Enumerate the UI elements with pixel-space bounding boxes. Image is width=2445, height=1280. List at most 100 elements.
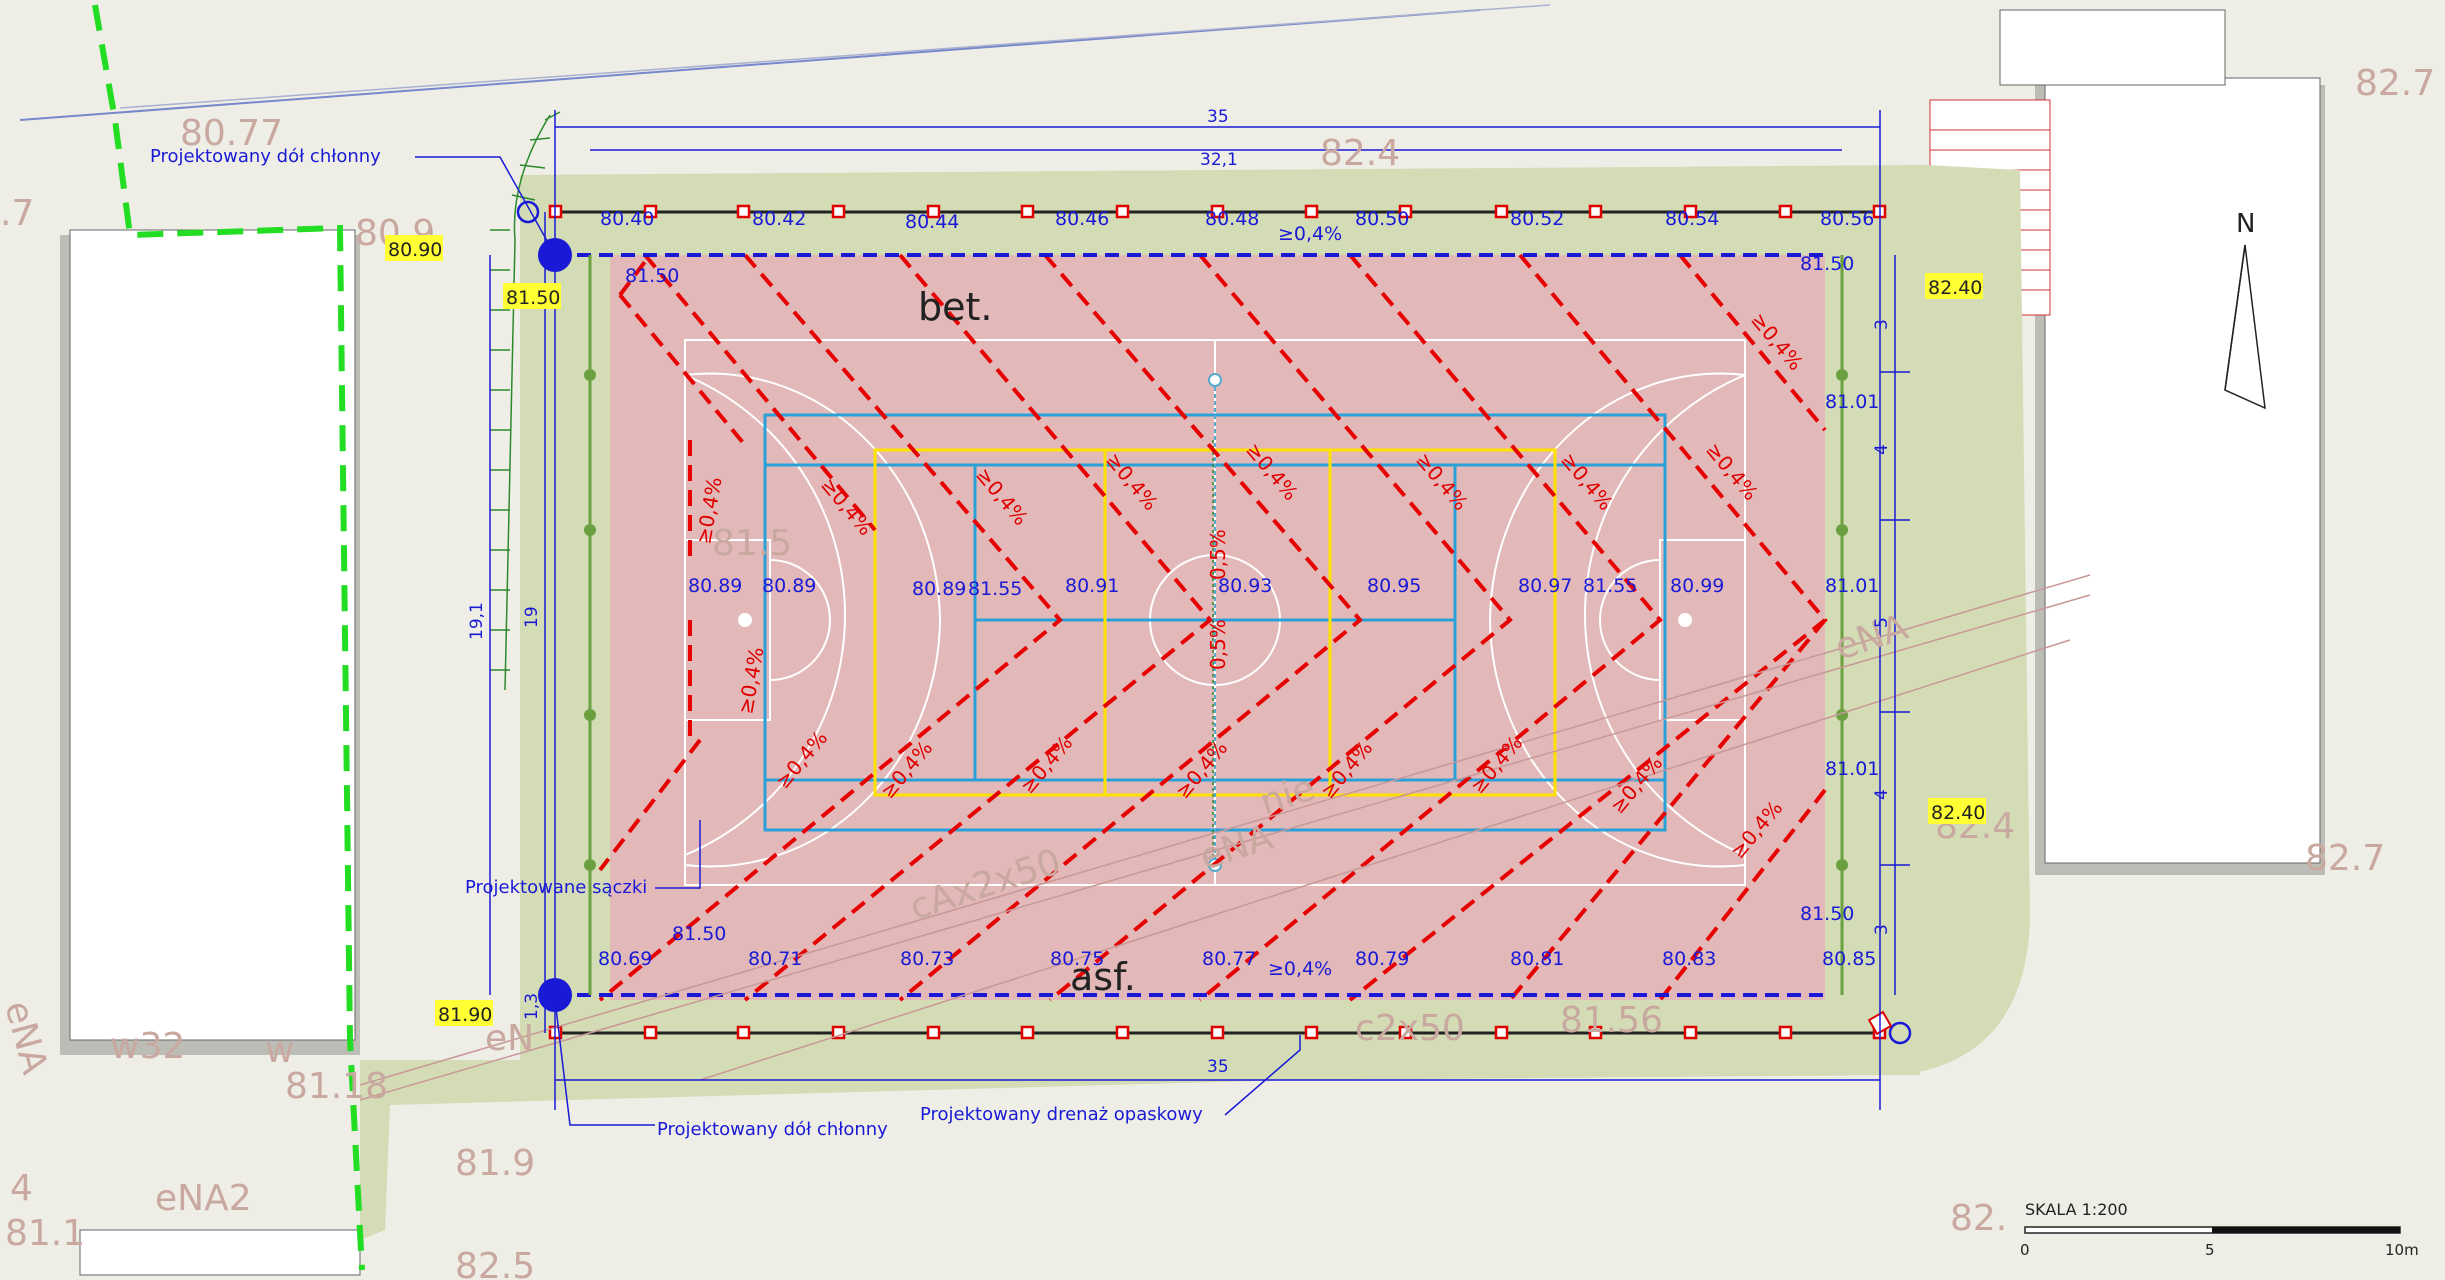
elevation-middle: 80.97 xyxy=(1518,575,1572,597)
elevation-bottom: 80.83 xyxy=(1662,948,1716,970)
label-ring-drain: Projektowany drenaż opaskowy xyxy=(920,1104,1203,1125)
net-post-top xyxy=(1208,373,1222,387)
building-bottom-left xyxy=(79,1229,361,1276)
slope-center: 0,5% xyxy=(1206,619,1230,670)
dimension-ticks xyxy=(1880,371,1910,866)
dimension-lines xyxy=(489,110,1896,1110)
bg-text: 82.7 xyxy=(2355,63,2435,104)
elevations-top: 80.40 80.42 80.44 80.46 80.48 80.50 80.5… xyxy=(600,208,1874,233)
elevation-middle: 81.55 xyxy=(1583,575,1637,597)
north-label: N xyxy=(2236,209,2255,239)
utility-lines xyxy=(359,574,2091,1101)
bg-text: 82.4 xyxy=(1320,133,1400,174)
scale-tick-0: 0 xyxy=(2020,1241,2030,1259)
embankment-hatch xyxy=(490,111,561,691)
elevation-bottom: 80.69 xyxy=(598,948,652,970)
elevation-middle: 80.91 xyxy=(1065,575,1119,597)
scale-title: SKALA 1:200 xyxy=(2025,1200,2128,1219)
elevation-bottom: 80.75 xyxy=(1050,948,1104,970)
bg-text: 81.56 xyxy=(1560,1000,1663,1041)
hoop-right xyxy=(1678,613,1692,627)
elevation-top: 80.42 xyxy=(752,208,806,230)
slope-center: 0,5% xyxy=(1206,529,1230,580)
elevation-bottom: 80.73 xyxy=(900,948,954,970)
bg-text: 80.77 xyxy=(180,113,283,154)
elevation-top: 80.44 xyxy=(905,211,959,233)
building-right xyxy=(2044,77,2321,864)
dim-top-outer: 35 xyxy=(1207,107,1229,127)
level-highlight: 82.40 xyxy=(1928,277,1982,299)
north-arrow: N xyxy=(2224,209,2266,410)
elevation-middle: 80.89 xyxy=(688,575,742,597)
elevation-top: 80.48 xyxy=(1205,208,1259,230)
dim-left-small: 1,3 xyxy=(522,993,542,1020)
elevation-corner: 81.01 xyxy=(1825,758,1879,780)
elevation-middle: 80.99 xyxy=(1670,575,1724,597)
elevation-top: 80.40 xyxy=(600,208,654,230)
dim-top-inner: 32,1 xyxy=(1200,150,1238,170)
elevation-bottom: 80.85 xyxy=(1822,948,1876,970)
manhole-bottom-right xyxy=(1888,1021,1912,1045)
elevation-corner: 81.01 xyxy=(1825,391,1879,413)
highlighted-levels: 80.90 81.50 82.40 82.40 81.90 xyxy=(385,235,1986,1026)
elevation-corner: 81.50 xyxy=(672,923,726,945)
bg-text: eN xyxy=(485,1018,534,1059)
slope-label: ≥0,4% xyxy=(1268,958,1332,980)
elevation-middle: 81.55 xyxy=(968,578,1022,600)
elevation-middle: 80.95 xyxy=(1367,575,1421,597)
court-lines-white xyxy=(684,339,1746,886)
bg-text: .7 xyxy=(0,193,34,234)
bg-text: 81.9 xyxy=(455,1143,535,1184)
elevation-corner: 81.50 xyxy=(1800,903,1854,925)
dim-left-inner: 19 xyxy=(522,606,542,628)
bg-text: 4 xyxy=(10,1168,33,1209)
side-drain-nodes xyxy=(584,369,1848,871)
label-well-bottom: Projektowany dół chłonny xyxy=(657,1119,888,1140)
elevation-corner: 81.50 xyxy=(1800,253,1854,275)
property-boundary xyxy=(92,4,365,1271)
scale-bar: SKALA 1:200 0 5 10m xyxy=(2020,1200,2419,1259)
fence-posts xyxy=(548,204,1887,1040)
label-well-top: Projektowany dół chłonny xyxy=(150,146,381,167)
dim-bottom: 35 xyxy=(1207,1057,1229,1077)
road-line-2 xyxy=(119,4,1551,109)
background-annotations: 80.77 82.4 82.7 80.9 81.5 eNA cAx2x50 eN… xyxy=(0,63,2435,1280)
building-top-right xyxy=(1999,9,2226,86)
elevation-top: 80.50 xyxy=(1355,208,1409,230)
bg-text: 82. xyxy=(1950,1198,2007,1239)
slope-label: ≥0,4% xyxy=(1278,223,1342,245)
scale-tick-10: 10m xyxy=(2385,1241,2419,1259)
buildings xyxy=(60,9,2325,1276)
scale-tick-5: 5 xyxy=(2205,1241,2215,1259)
elevations-bottom: 80.69 80.71 80.73 80.75 80.77 80.79 80.8… xyxy=(598,948,1876,970)
level-highlight: 81.50 xyxy=(506,287,560,309)
hoop-left xyxy=(738,613,752,627)
dim-right-seg: 4 xyxy=(1872,444,1892,455)
elevations-middle: 80.89 80.89 80.89 81.55 80.91 80.93 80.9… xyxy=(688,575,1879,600)
elevation-corner: 81.50 xyxy=(625,265,679,287)
bg-text: 82.5 xyxy=(455,1246,535,1280)
building-left xyxy=(69,229,356,1041)
elevation-bottom: 80.81 xyxy=(1510,948,1564,970)
elevation-middle: 80.89 xyxy=(762,575,816,597)
elevation-bottom: 80.79 xyxy=(1355,948,1409,970)
elevation-top: 80.54 xyxy=(1665,208,1719,230)
bg-text: 81.18 xyxy=(285,1066,388,1107)
bg-text: 81.5 xyxy=(712,523,792,564)
manhole-top-left xyxy=(516,200,540,224)
elevations-corner: 81.50 81.50 81.50 81.50 81.01 81.01 xyxy=(625,253,1879,945)
elevation-middle: 80.89 xyxy=(912,578,966,600)
leader-lines xyxy=(415,156,1301,1126)
dim-right-seg: 4 xyxy=(1872,789,1892,800)
bg-text: 82.7 xyxy=(2305,838,2385,879)
elevation-middle: 81.01 xyxy=(1825,575,1879,597)
drainage-slope-lines xyxy=(598,253,1828,1002)
elevation-top: 80.46 xyxy=(1055,208,1109,230)
elevation-top: 80.52 xyxy=(1510,208,1564,230)
surface-label-concrete: bet. xyxy=(918,285,992,329)
bg-text: c2x50 xyxy=(1355,1008,1465,1049)
dim-right-seg: 3 xyxy=(1872,924,1892,935)
elevation-top: 80.56 xyxy=(1820,208,1874,230)
bg-text: eNA2 xyxy=(155,1178,252,1219)
